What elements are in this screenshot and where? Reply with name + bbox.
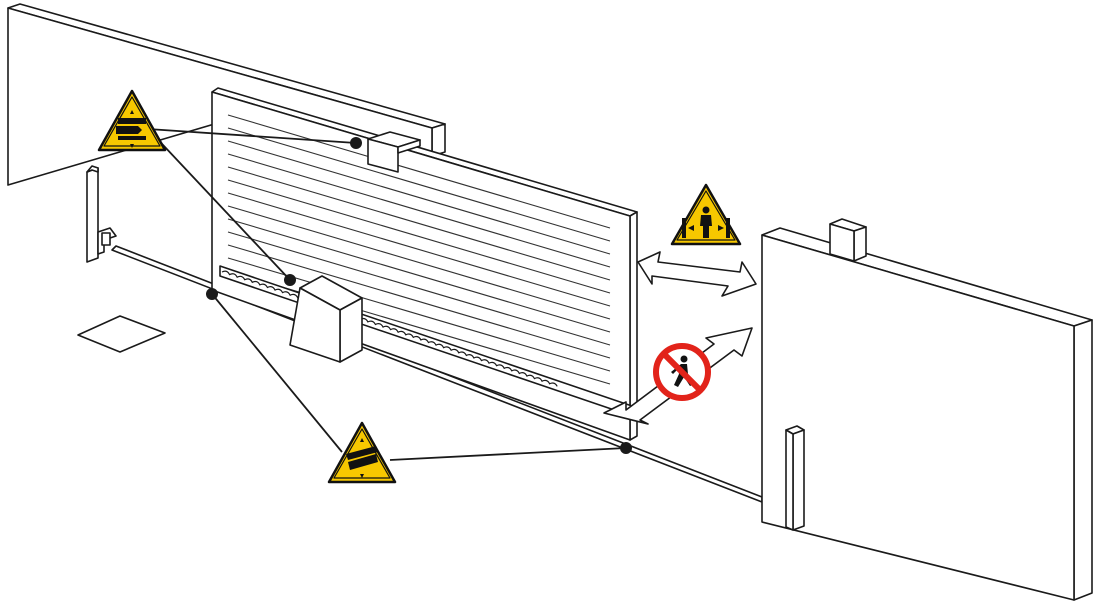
- hand-crush-rack-warning-icon: [327, 421, 397, 484]
- left-photocell-post: [86, 165, 117, 263]
- crush-between-objects-warning-icon: [670, 183, 742, 246]
- right-top-photocell: [829, 218, 867, 262]
- motor-unit: [289, 275, 363, 363]
- top-guide-bracket: [367, 131, 421, 173]
- right-photocell-post: [785, 425, 805, 531]
- gate-movement-arrow-upper: [637, 251, 757, 297]
- pointer-lines: [147, 128, 632, 461]
- no-pedestrian-prohibition-icon: [653, 343, 711, 401]
- hand-crush-warning-icon: [97, 89, 167, 152]
- right-wall: [761, 227, 1093, 601]
- gate-slats: [227, 114, 611, 385]
- sliding-gate-leaf: [211, 87, 638, 441]
- ground-pad: [77, 315, 166, 353]
